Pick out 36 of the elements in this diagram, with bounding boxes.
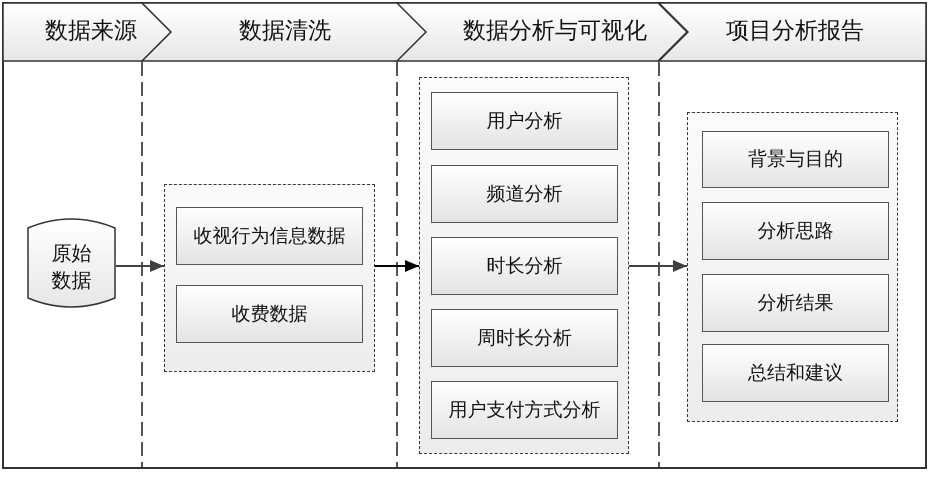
process-box: [702, 274, 889, 332]
node-label: 原始数据: [50, 240, 92, 294]
database-cylinder: [27, 218, 116, 309]
chevron-step: [3, 3, 171, 61]
dashed-group: [164, 184, 375, 372]
step-title: 数据分析与可视化: [463, 18, 647, 46]
dashed-group: [687, 112, 898, 422]
node-label: 用户支付方式分析: [448, 398, 600, 422]
step-title: 项目分析报告: [726, 18, 864, 46]
node-label: 周时长分析: [477, 326, 572, 350]
node-label: 分析思路: [758, 220, 834, 242]
node-label: 收费数据: [232, 302, 308, 326]
process-box: [702, 202, 889, 260]
node-label: 分析结果: [758, 292, 834, 314]
process-box: [431, 381, 618, 439]
process-box: [702, 131, 889, 188]
chevron-step: [659, 3, 926, 61]
chevron-step: [397, 3, 687, 61]
node-label: 收视行为信息数据: [194, 224, 346, 248]
process-box: [176, 207, 363, 265]
node-label: 背景与目的: [748, 148, 843, 171]
process-box: [431, 165, 618, 223]
step-title: 数据来源: [45, 18, 137, 46]
process-box: [431, 92, 618, 150]
dashed-group: [419, 77, 629, 454]
process-box: [176, 285, 363, 343]
process-box: [702, 344, 889, 402]
arrow: [629, 260, 687, 272]
node-label: 用户分析: [486, 110, 562, 132]
node-label: 总结和建议: [748, 362, 843, 384]
process-box: [431, 237, 618, 295]
node-label: 频道分析: [486, 182, 562, 206]
arrow: [375, 260, 419, 272]
process-box: [431, 309, 618, 367]
arrow: [116, 260, 164, 272]
node-label: 时长分析: [486, 254, 562, 278]
